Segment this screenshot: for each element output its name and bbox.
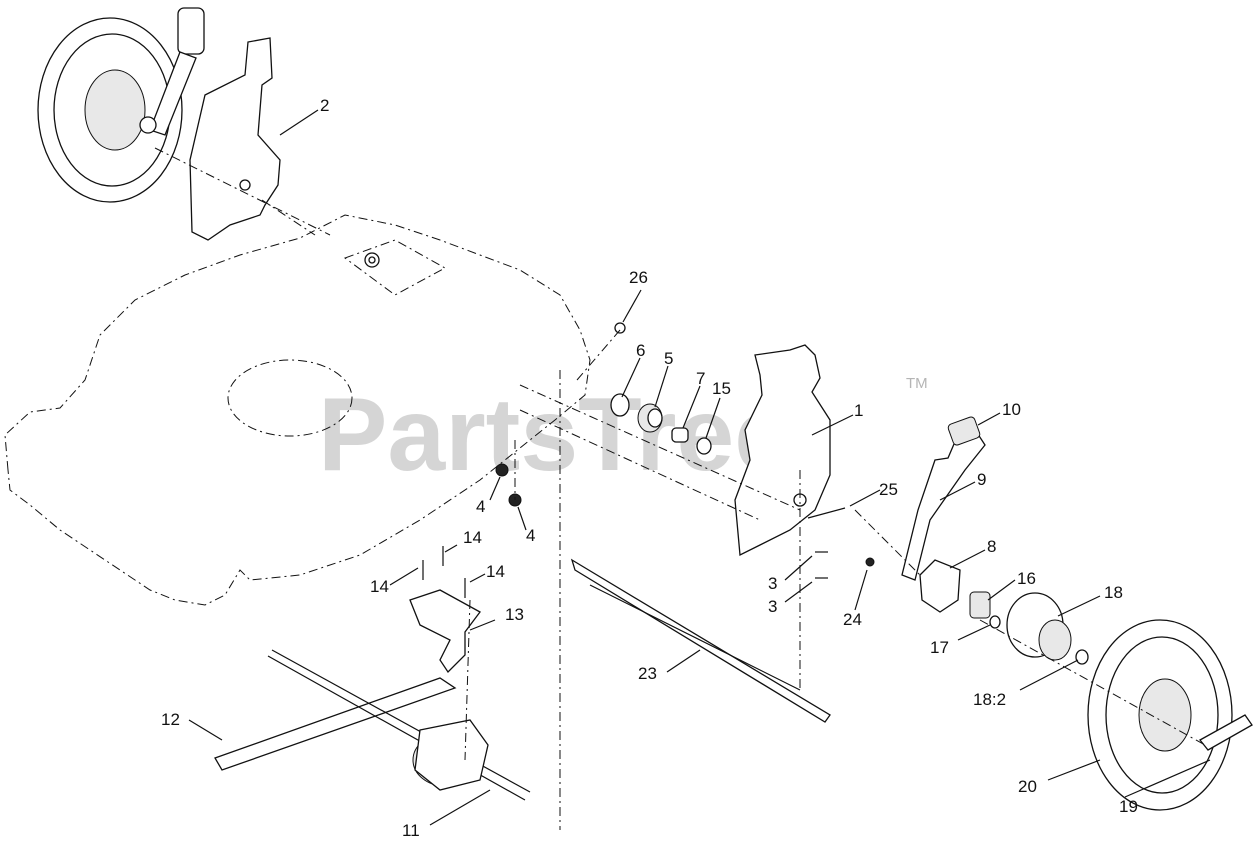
callout-11: 11	[402, 821, 420, 840]
callout-3a: 3	[768, 574, 777, 593]
callout-4b: 4	[526, 526, 535, 545]
callout-4a: 4	[476, 497, 485, 516]
bearing-stack	[610, 322, 712, 455]
mower-deck	[4, 214, 591, 606]
screws	[422, 546, 466, 598]
height-adjust-lever	[901, 416, 986, 581]
callout-17: 17	[930, 638, 949, 657]
callout-19: 19	[1119, 797, 1138, 816]
callout-5: 5	[664, 349, 673, 368]
callout-12: 12	[161, 710, 180, 729]
callout-6: 6	[636, 341, 645, 360]
callout-3b: 3	[768, 597, 777, 616]
callout-9: 9	[977, 470, 986, 489]
callout-23: 23	[638, 664, 657, 683]
callout-14a: 14	[370, 577, 389, 596]
bolts	[807, 507, 875, 579]
callout-18: 18	[1104, 583, 1123, 602]
left-wheel	[37, 7, 205, 203]
right-wheel	[1087, 619, 1253, 811]
watermark-trademark: TM	[906, 375, 928, 392]
transmission-assembly	[214, 649, 531, 801]
belt-guard-bracket	[409, 589, 481, 674]
assembly-lines	[154, 147, 1206, 830]
callout-16: 16	[1017, 569, 1036, 588]
callout-14c: 14	[486, 562, 505, 581]
left-height-plate	[189, 37, 281, 241]
callout-7: 7	[696, 369, 705, 388]
baffle	[570, 558, 831, 723]
callout-15: 15	[712, 379, 731, 398]
callout-26: 26	[629, 268, 648, 287]
callout-18-2: 18:2	[973, 690, 1006, 709]
callout-24: 24	[843, 610, 862, 629]
callout-13: 13	[505, 605, 524, 624]
callout-8: 8	[987, 537, 996, 556]
callout-labels: 1 2 3 3 4 4 5 6 7 8 9 10 11 12 13 14 14 …	[161, 96, 1138, 840]
leader-lines	[188, 109, 1211, 826]
callout-1: 1	[854, 401, 863, 420]
wheel-drive-parts	[919, 559, 1089, 665]
callout-10: 10	[1002, 400, 1021, 419]
callout-14b: 14	[463, 528, 482, 547]
callout-2: 2	[320, 96, 329, 115]
callout-20: 20	[1018, 777, 1037, 796]
watermark-text: PartsTree	[318, 377, 792, 493]
callout-25: 25	[879, 480, 898, 499]
